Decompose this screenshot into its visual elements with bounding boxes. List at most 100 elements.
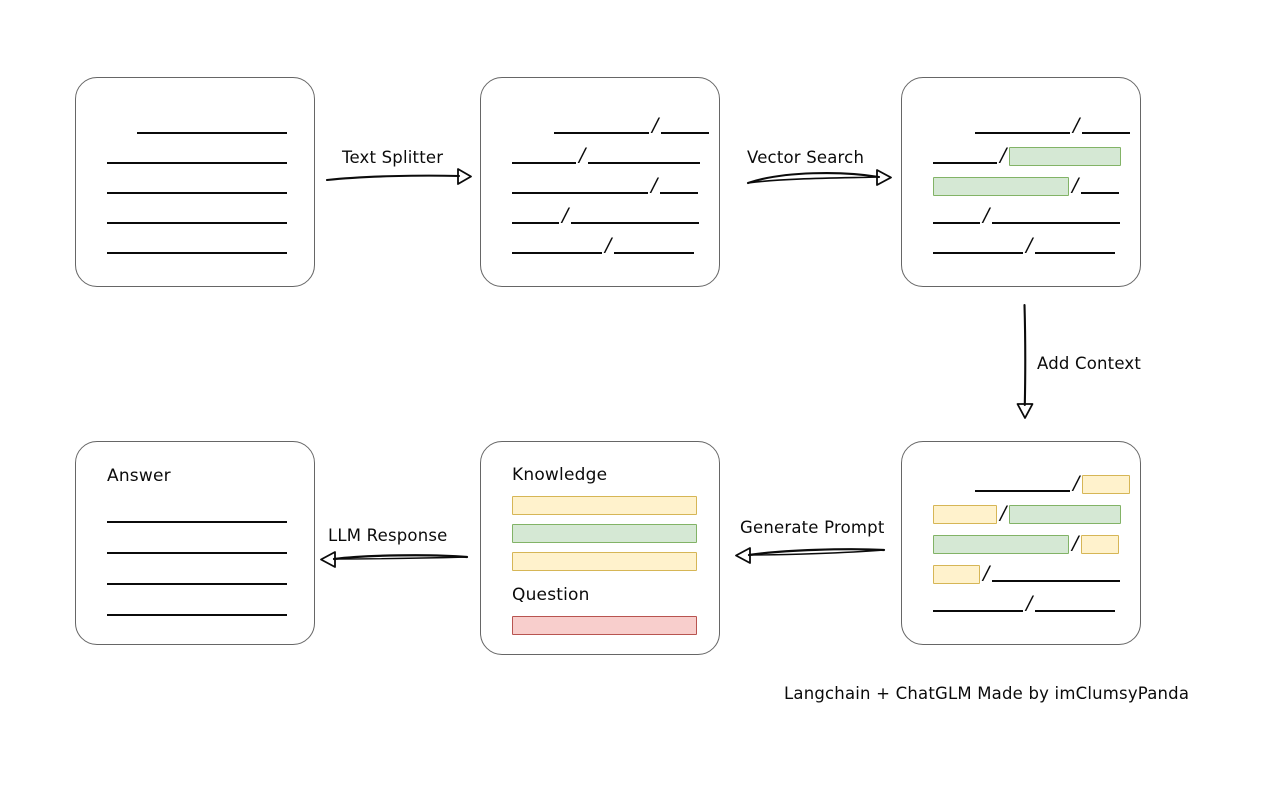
text-row <box>107 567 314 587</box>
text-row: / <box>933 145 1140 166</box>
matched-chunks-rows: / / / / / <box>902 78 1140 286</box>
highlight-chip-yellow[interactable] <box>933 504 997 524</box>
prompt-card-box[interactable]: Knowledge Question <box>480 441 720 655</box>
text-line-segment <box>933 222 980 224</box>
text-row: / <box>933 561 1140 584</box>
highlight-chip-yellow[interactable] <box>933 564 980 584</box>
highlight-chip-green[interactable] <box>933 176 1069 196</box>
knowledge-items <box>481 442 719 654</box>
chunk-separator-slash: / <box>1000 501 1007 524</box>
text-splitter-arrow <box>325 168 472 185</box>
arrow-label-vector-search: Vector Search <box>747 148 865 167</box>
chunk-separator-slash: / <box>1026 591 1033 614</box>
chunk-separator-slash: / <box>605 233 612 256</box>
text-row: / <box>512 173 719 196</box>
arrow-label-llm-response: LLM Response <box>328 526 448 545</box>
text-line-segment <box>975 132 1070 134</box>
answer-label: Answer <box>107 466 171 486</box>
text-line-segment <box>107 583 287 585</box>
chunk-separator-slash: / <box>1073 113 1080 136</box>
text-row: / <box>933 531 1140 554</box>
credit-text: Langchain + ChatGLM Made by imClumsyPand… <box>784 684 1190 703</box>
highlight-chip-yellow[interactable] <box>1082 474 1131 494</box>
arrow-label-add-context: Add Context <box>1037 354 1142 373</box>
vector-search-arrow <box>746 169 892 186</box>
knowledge-label: Knowledge <box>512 465 608 485</box>
chunk-separator-slash: / <box>651 173 658 196</box>
text-line-segment <box>933 252 1023 254</box>
chunk-separator-slash: / <box>652 113 659 136</box>
highlight-chip-green[interactable] <box>512 523 697 543</box>
chunk-separator-slash: / <box>1072 531 1079 554</box>
highlight-chip-green[interactable] <box>1009 146 1122 166</box>
add-context-arrow <box>1016 303 1034 419</box>
arrow-label-text-splitter: Text Splitter <box>342 148 444 167</box>
text-line-segment <box>107 552 287 554</box>
text-row: / <box>512 233 719 256</box>
source-document-rows <box>76 78 314 286</box>
text-line-segment <box>1081 192 1120 194</box>
chunk-separator-slash: / <box>1073 471 1080 494</box>
source-document-box[interactable] <box>75 77 315 287</box>
chunk-separator-slash: / <box>562 203 569 226</box>
text-line-segment <box>1035 252 1116 254</box>
chip-row <box>512 523 719 543</box>
text-line-segment <box>554 132 649 134</box>
text-line-segment <box>107 222 287 224</box>
context-document-box[interactable]: / / / / / <box>901 441 1141 645</box>
text-row <box>107 236 314 256</box>
answer-card-box[interactable]: Answer <box>75 441 315 645</box>
split-chunks-box[interactable]: / / / / / <box>480 77 720 287</box>
arrow-label-generate-prompt: Generate Prompt <box>740 518 885 537</box>
question-label: Question <box>512 585 590 605</box>
text-line-segment <box>992 580 1121 582</box>
text-line-segment <box>614 252 695 254</box>
text-line-segment <box>512 222 559 224</box>
text-row: / <box>512 203 719 226</box>
text-line-segment <box>107 192 287 194</box>
llm-response-arrow <box>320 551 469 568</box>
text-row <box>107 536 314 556</box>
question-items <box>481 442 719 654</box>
text-row: / <box>933 173 1140 196</box>
text-line-segment <box>660 192 699 194</box>
text-line-segment <box>1082 132 1131 134</box>
text-row: / <box>933 233 1140 256</box>
highlight-chip-yellow[interactable] <box>512 495 697 515</box>
text-row <box>107 598 314 618</box>
text-line-segment <box>512 162 576 164</box>
text-line-segment <box>992 222 1121 224</box>
chip-row <box>512 615 719 635</box>
chunk-separator-slash: / <box>1072 173 1079 196</box>
text-row: / <box>933 471 1140 494</box>
chunk-separator-slash: / <box>1026 233 1033 256</box>
text-line-segment <box>933 162 997 164</box>
text-line-segment <box>107 162 287 164</box>
text-row <box>107 505 314 525</box>
split-chunks-rows: / / / / / <box>481 78 719 286</box>
chip-row <box>512 551 719 571</box>
chunk-separator-slash: / <box>579 143 586 166</box>
highlight-chip-yellow[interactable] <box>512 551 697 571</box>
highlight-chip-green[interactable] <box>933 534 1069 554</box>
chunk-separator-slash: / <box>983 203 990 226</box>
text-line-segment <box>512 252 602 254</box>
context-document-rows: / / / / / <box>902 442 1140 644</box>
text-row: / <box>933 501 1140 524</box>
text-row: / <box>933 203 1140 226</box>
answer-card-rows <box>76 442 314 644</box>
chunk-separator-slash: / <box>983 561 990 584</box>
text-row <box>107 146 314 166</box>
matched-chunks-box[interactable]: / / / / / <box>901 77 1141 287</box>
highlight-chip-green[interactable] <box>1009 504 1122 524</box>
text-row: / <box>512 143 719 166</box>
text-row: / <box>933 113 1140 136</box>
chip-row <box>512 495 719 515</box>
text-line-segment <box>137 132 287 134</box>
highlight-chip-red[interactable] <box>512 615 697 635</box>
text-row: / <box>512 113 719 136</box>
highlight-chip-yellow[interactable] <box>1081 534 1120 554</box>
generate-prompt-arrow <box>735 547 886 564</box>
text-line-segment <box>933 610 1023 612</box>
